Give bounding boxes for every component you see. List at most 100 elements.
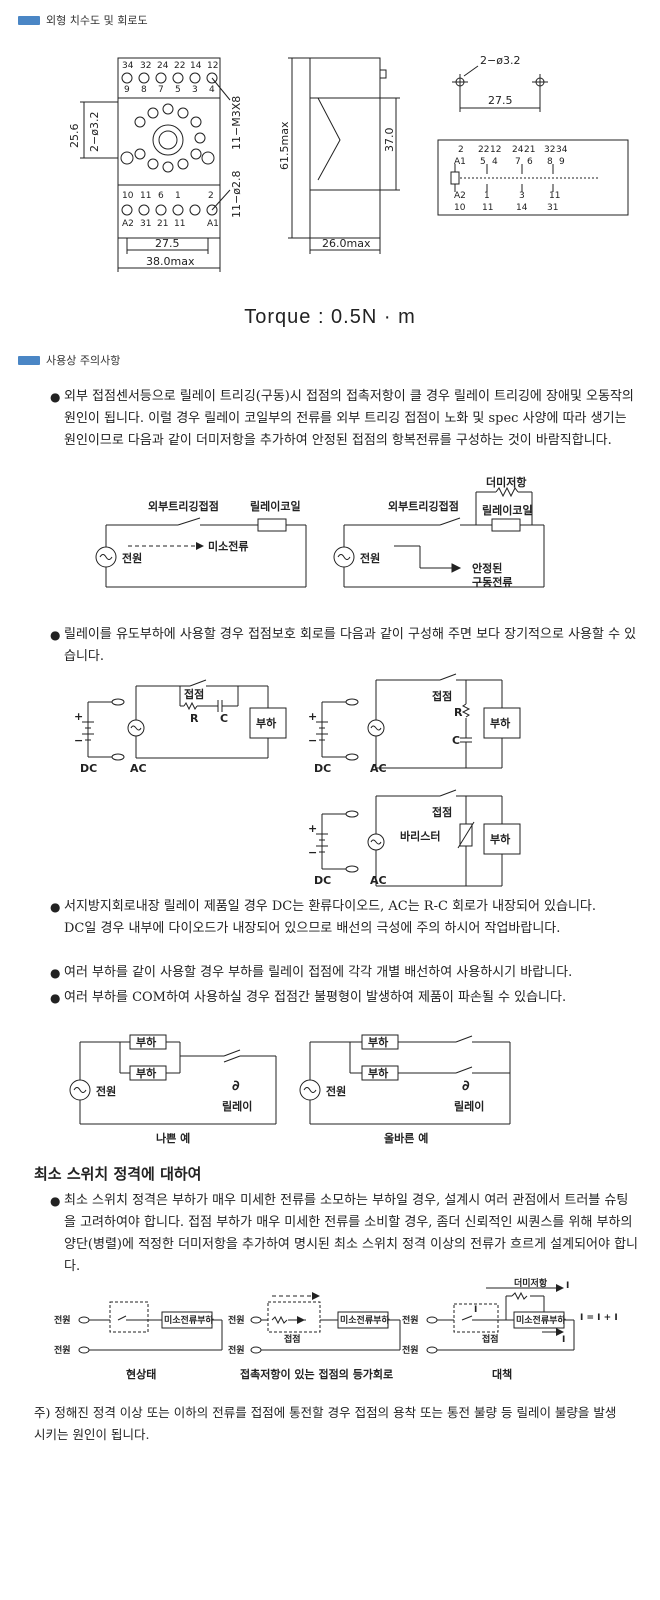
fig4-solution: 대책 — [492, 1367, 512, 1381]
section-title: 사용상 주의사항 — [46, 354, 121, 367]
paragraph-text: 여러 부하를 COM하여 사용하실 경우 접점간 불평형이 발생하여 제품이 파… — [64, 990, 567, 1005]
pin-14: 14 — [190, 61, 202, 71]
fig4-power-6: 전원 — [402, 1344, 419, 1356]
figure-min-switch-circuits: 전원 전원 미소전류부하 전원 전원 미소전류부하 접점 전원 전원 미소전류부… — [54, 1277, 618, 1381]
fig1-right-contact: 외부트리깅접점 — [388, 499, 459, 513]
svg-text:32: 32 — [544, 145, 555, 155]
fig3-load-3: 부하 — [368, 1035, 389, 1049]
fig2-ac-3: AC — [370, 874, 387, 887]
bullet-icon: ● — [50, 966, 61, 980]
bullet-icon: ● — [50, 628, 61, 642]
figure-load-wiring-examples: 부하 부하 전원 ∂ 릴레이 나쁜 예 부하 부하 전원 ∂ 릴레이 올바른 예 — [69, 1034, 511, 1145]
fig2-r-1: R — [190, 712, 199, 725]
svg-text:2: 2 — [208, 191, 214, 201]
fig3-coil-icon: ∂ — [232, 1078, 240, 1094]
fig4-power-4: 전원 — [228, 1344, 245, 1356]
footnote: 주) 정해진 정격 이상 또는 이하의 전류를 접점에 통전할 경우 접점의 용… — [34, 1405, 617, 1442]
fig4-power-2: 전원 — [54, 1344, 71, 1356]
fig2-plus-2: + — [308, 710, 317, 723]
fig2-plus-3: + — [308, 822, 317, 835]
fig3-bad: 나쁜 예 — [156, 1131, 190, 1145]
svg-text:5: 5 — [480, 157, 486, 167]
heading-min-switch: 최소 스위치 정격에 대하여 — [34, 1165, 202, 1183]
svg-text:3: 3 — [519, 191, 525, 201]
fig2-contact-2: 접점 — [432, 689, 452, 703]
svg-text:24: 24 — [512, 145, 524, 155]
fig4-contact-1: 접점 — [284, 1333, 301, 1345]
fig2-minus-3: − — [308, 846, 317, 859]
section-header-dimensions: 외형 치수도 및 회로도 — [18, 12, 148, 28]
fig3-load-2: 부하 — [136, 1066, 157, 1080]
fig2-r-2: R — [454, 706, 463, 719]
paragraph-individual-wiring: ● 여러 부하를 같이 사용할 경우 부하를 릴레이 접점에 각각 개별 배선하… — [50, 962, 638, 984]
svg-text:8: 8 — [141, 85, 147, 95]
fig2-minus-1: − — [74, 734, 83, 747]
svg-text:8: 8 — [547, 157, 553, 167]
dim-27-5: 27.5 — [155, 237, 180, 250]
fig1-right-current-1: 안정된 — [472, 561, 502, 575]
paragraph-contact-protection: ● 릴레이를 유도부하에 사용할 경우 접점보호 회로를 다음과 같이 구성해 … — [50, 624, 638, 668]
fig2-contact-1: 접점 — [184, 687, 204, 701]
paragraph-dummy-resistor: ● 외부 접점센서등으로 릴레이 트리깅(구동)시 접점의 접촉저항이 클 경우… — [50, 386, 638, 452]
fig3-coil-icon-2: ∂ — [462, 1078, 470, 1094]
svg-text:11: 11 — [140, 191, 151, 201]
svg-text:2: 2 — [458, 145, 464, 155]
pin-34: 34 — [122, 61, 134, 71]
svg-text:9: 9 — [559, 157, 565, 167]
dim-38-max: 38.0max — [146, 255, 195, 268]
dim-37-0: 37.0 — [383, 128, 396, 153]
svg-text:10: 10 — [454, 203, 466, 213]
fig2-varistor: 바리스터 — [400, 829, 440, 843]
dim-11-phi-2-8: 11−ø2.8 — [230, 171, 243, 218]
pin-24: 24 — [157, 61, 169, 71]
fig4-dummy: 더미저항 — [514, 1277, 548, 1289]
paragraph-text: 최소 스위치 정격은 부하가 매우 미세한 전류를 소모하는 부하일 경우, 설… — [64, 1193, 639, 1274]
svg-text:4: 4 — [492, 157, 498, 167]
fig2-contact-3: 접점 — [432, 805, 452, 819]
fig2-load-3: 부하 — [490, 832, 511, 846]
svg-text:21: 21 — [524, 145, 535, 155]
section-marker-icon — [18, 15, 40, 25]
fig1-left-current: 미소전류 — [208, 539, 248, 553]
svg-text:21: 21 — [157, 219, 168, 229]
fig1-left-contact: 외부트리깅접점 — [148, 499, 219, 513]
torque-spec: Torque : 0.5N · m — [244, 306, 416, 328]
fig4-load-3: 미소전류부하 — [516, 1314, 566, 1326]
fig4-contact-2: 접점 — [482, 1333, 499, 1345]
fig4-i2: I — [562, 1335, 565, 1345]
fig2-load-1: 부하 — [256, 716, 277, 730]
fig2-c-1: C — [220, 712, 228, 725]
svg-text:9: 9 — [124, 85, 130, 95]
fig2-ac-1: AC — [130, 762, 147, 775]
fig3-load-4: 부하 — [368, 1066, 389, 1080]
fig4-state: 현상태 — [126, 1367, 156, 1381]
svg-text:31: 31 — [547, 203, 558, 213]
fig4-i: I — [474, 1305, 477, 1315]
figure-contact-protection-circuits: + − DC AC 접점 R C 부하 + − DC AC 접점 R C 부하 … — [74, 673, 521, 887]
dim-2-phi-3-2: 2−ø3.2 — [88, 112, 101, 152]
svg-text:22: 22 — [478, 145, 489, 155]
fig4-equiv: 접촉저항이 있는 접점의 등가회로 — [240, 1367, 393, 1381]
fig4-power-1: 전원 — [54, 1314, 71, 1326]
svg-text:3: 3 — [192, 85, 198, 95]
fig4-load-2: 미소전류부하 — [340, 1314, 390, 1326]
fig2-dc-3: DC — [314, 874, 331, 887]
paragraph-min-switch: ● 최소 스위치 정격은 부하가 매우 미세한 전류를 소모하는 부하일 경우,… — [50, 1190, 639, 1278]
fig2-dc-2: DC — [314, 762, 331, 775]
bullet-icon: ● — [50, 1194, 61, 1208]
paragraph-surge-protection: ● 서지방지회로내장 릴레이 제품일 경우 DC는 환류다이오드, AC는 R-… — [50, 896, 638, 940]
svg-text:4: 4 — [209, 85, 215, 95]
fig4-load-1: 미소전류부하 — [164, 1314, 214, 1326]
svg-text:A2: A2 — [122, 219, 134, 229]
svg-text:1: 1 — [484, 191, 490, 201]
paragraph-text: 여러 부하를 같이 사용할 경우 부하를 릴레이 접점에 각각 개별 배선하여 … — [64, 965, 573, 980]
paragraph-line: DC일 경우 내부에 다이오드가 내장되어 있으므로 배선의 극성에 주의 하시… — [64, 921, 561, 936]
svg-text:7: 7 — [158, 85, 164, 95]
svg-text:A2: A2 — [454, 191, 466, 201]
fig4-power-5: 전원 — [402, 1314, 419, 1326]
fig4-eq: I = I + I — [580, 1313, 618, 1323]
svg-text:31: 31 — [140, 219, 151, 229]
top-terminals — [121, 72, 218, 84]
fig1-right-resistor: 더미저항 — [486, 475, 526, 489]
svg-text:14: 14 — [516, 203, 528, 213]
